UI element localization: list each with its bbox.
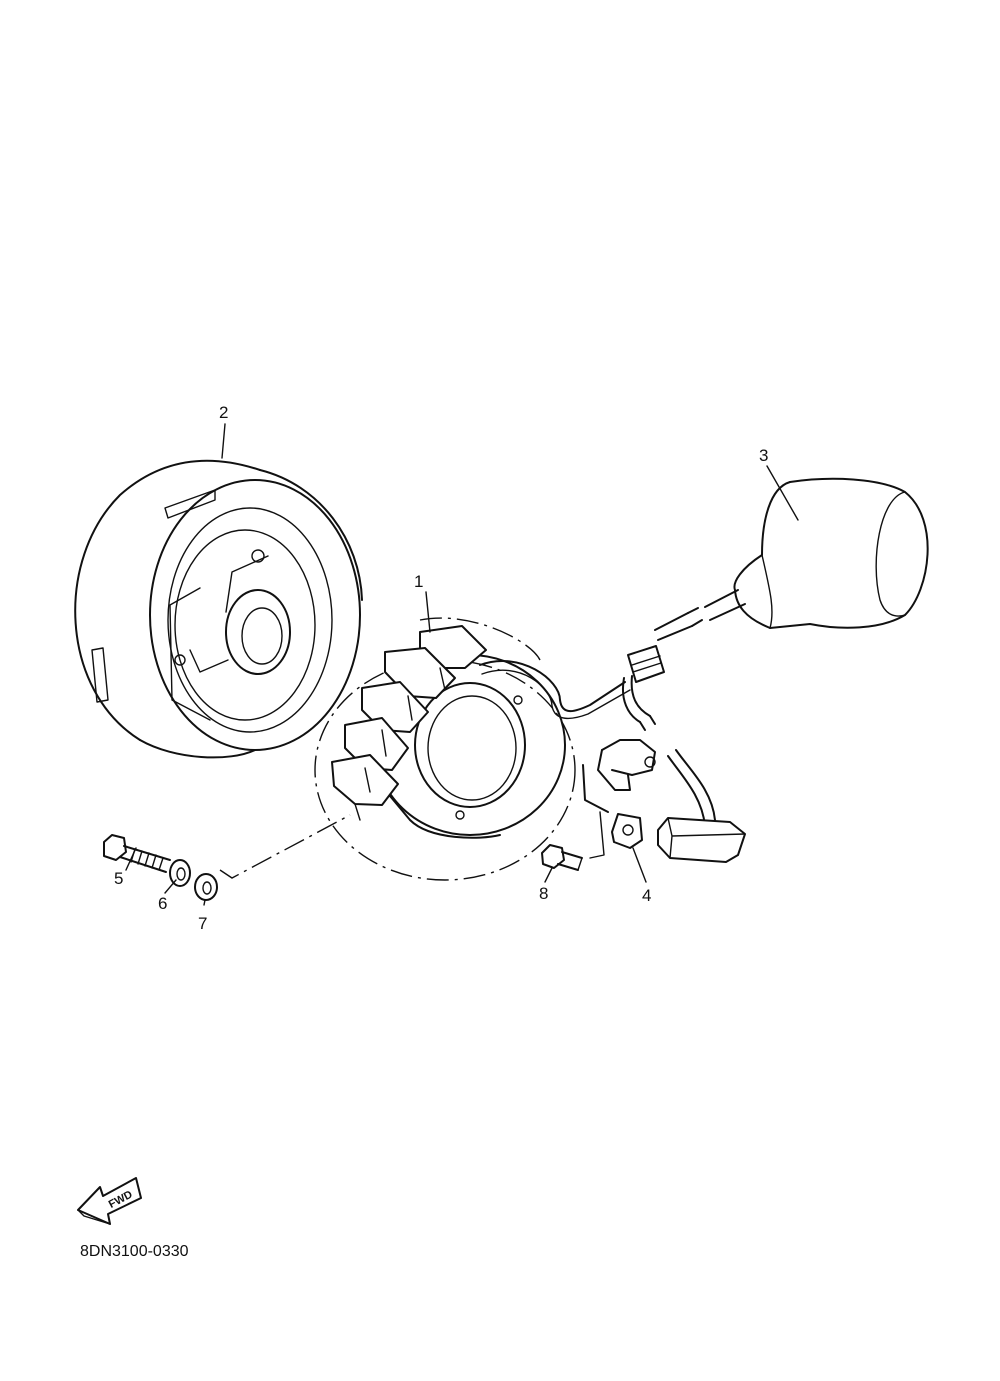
alignment-line: [219, 814, 351, 879]
part-label-7: 7: [198, 914, 207, 933]
bolt: [103, 834, 171, 873]
plain-washer: [194, 873, 218, 901]
part-label-2: 2: [219, 403, 228, 422]
part-label-6: 6: [158, 894, 167, 913]
lock-washer: [169, 859, 191, 887]
part-label-1: 1: [414, 572, 423, 591]
leader-lines: [125, 423, 799, 906]
part-label-3: 3: [759, 446, 768, 465]
pickup-bracket: [582, 675, 746, 863]
part-label-4: 4: [642, 886, 651, 905]
stator-coil: [314, 617, 631, 881]
part-label-8: 8: [539, 884, 548, 903]
part-label-5: 5: [114, 869, 123, 888]
rotor-flywheel: [74, 459, 363, 759]
grommet-cover: [627, 477, 929, 683]
diagram-code: 8DN3100-0330: [80, 1243, 189, 1260]
forward-arrow-icon: FWD: [77, 1177, 142, 1225]
screw: [541, 844, 583, 871]
